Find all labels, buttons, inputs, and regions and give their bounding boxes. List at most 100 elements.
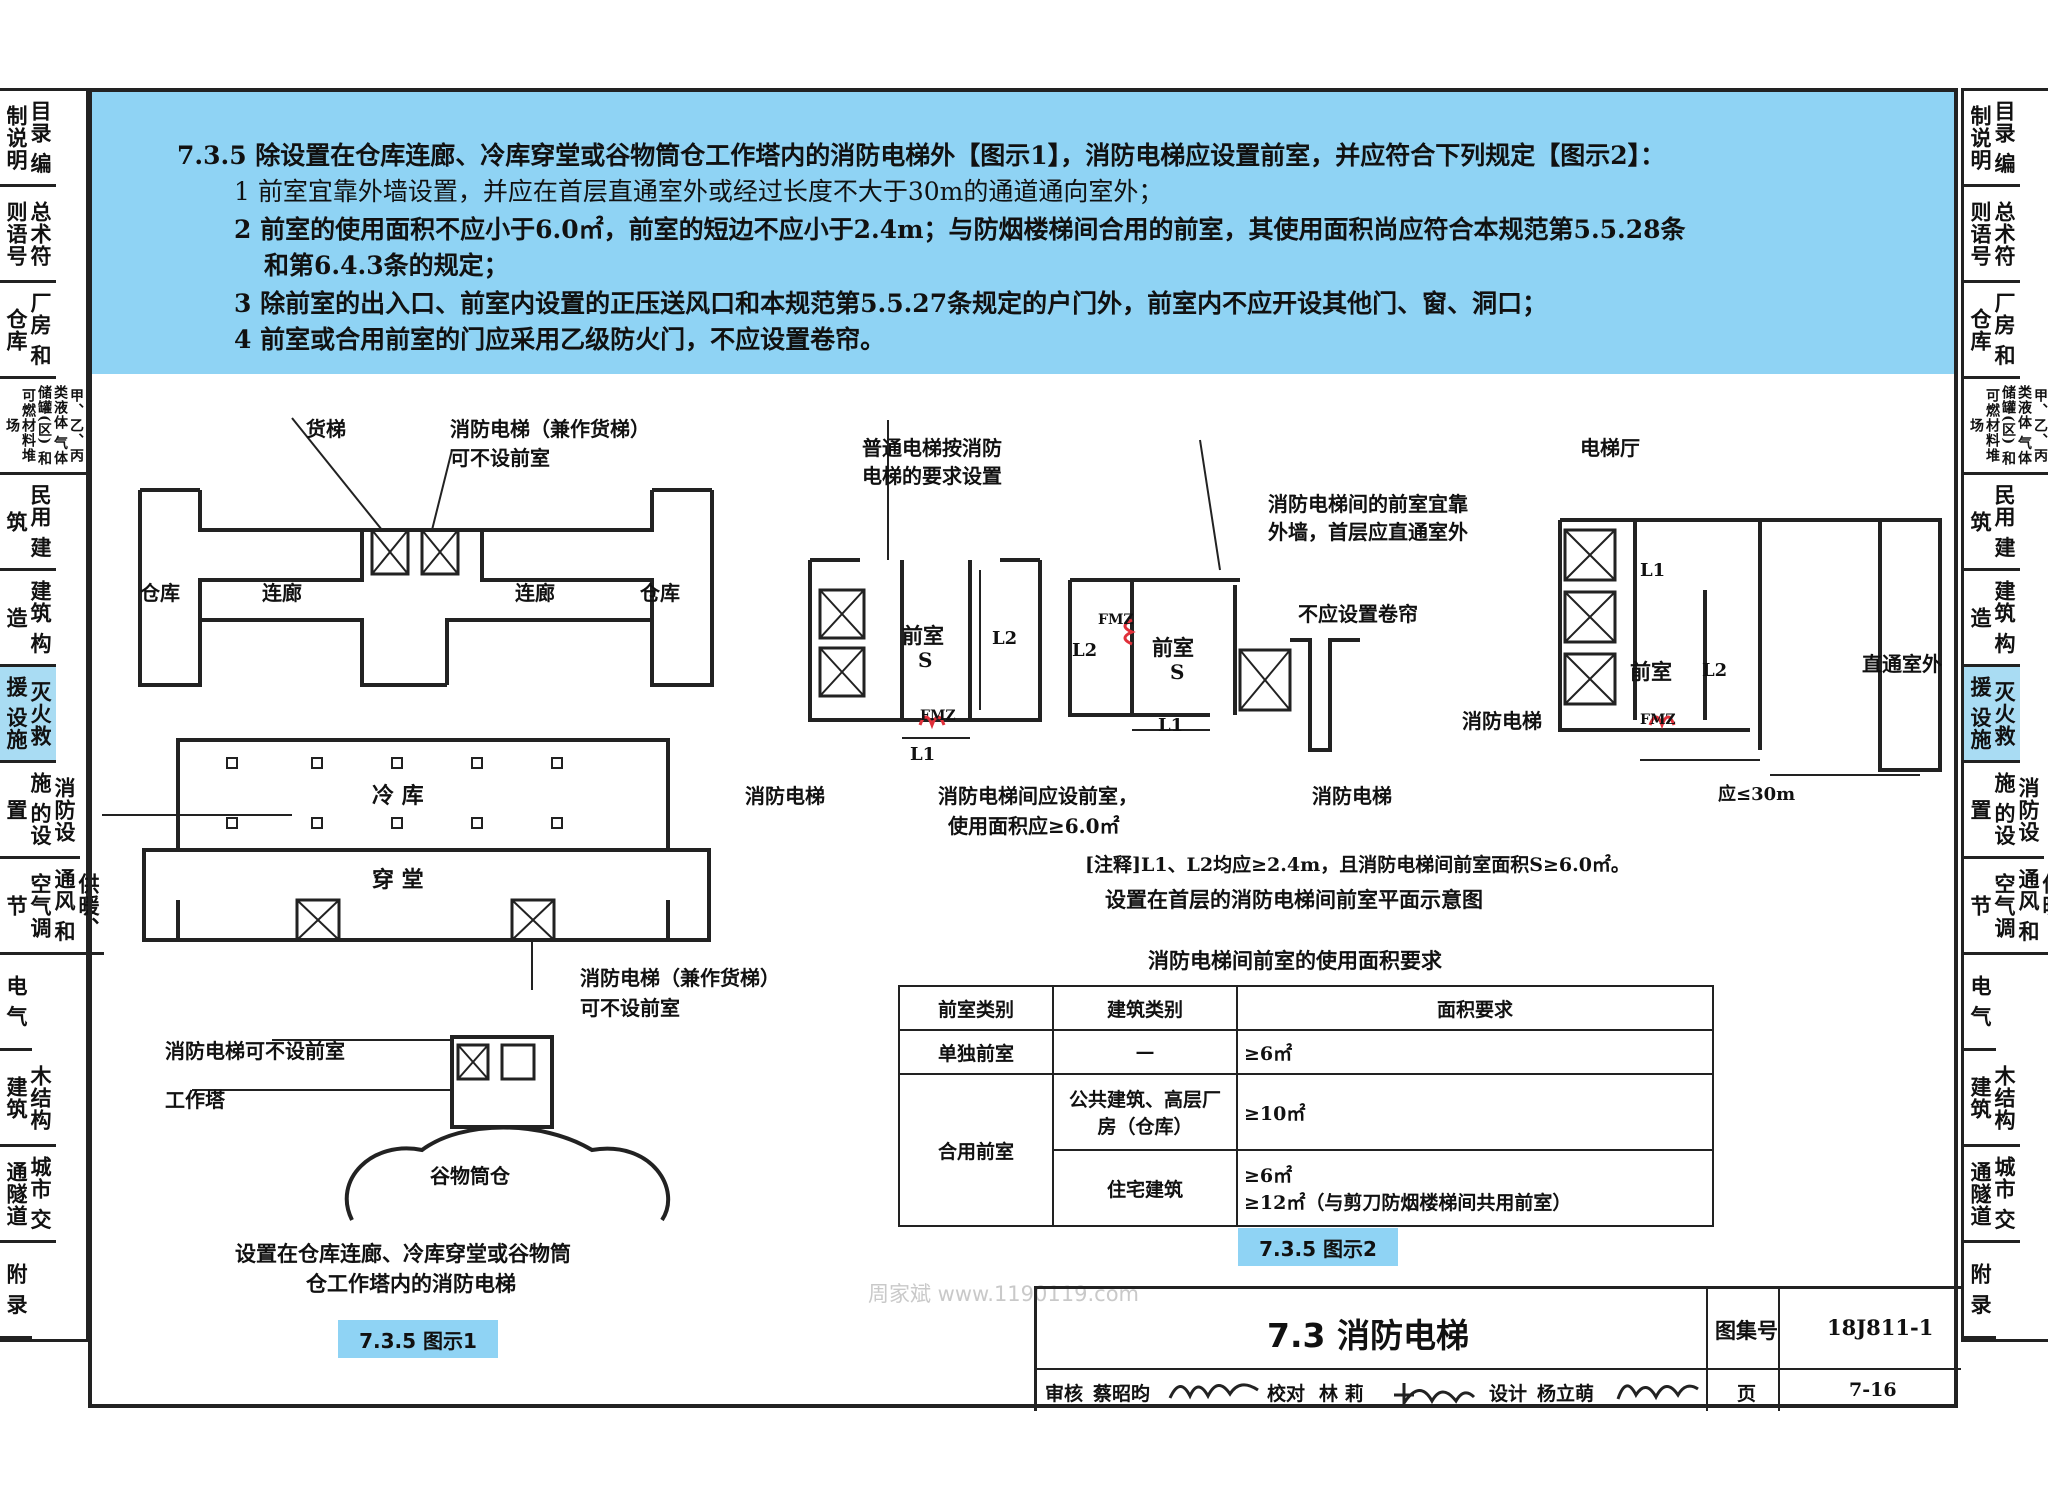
- label-fmz-b: FMZ: [1098, 612, 1134, 628]
- page-frame: [88, 88, 1958, 1408]
- label-direct-outdoor: 直通室外: [1862, 652, 1942, 676]
- side-tab[interactable]: 木结构 建筑: [0, 1051, 56, 1147]
- label-anteroom-b: 前室: [1152, 635, 1194, 660]
- side-tab[interactable]: 灭火救援 设施: [1964, 667, 2020, 763]
- label-corridor-left: 连廊: [262, 581, 302, 605]
- table-row: 合用前室 公共建筑、高层厂房（仓库） ≥10㎡: [898, 1073, 1714, 1227]
- side-tab[interactable]: 目录 编制说明: [1964, 91, 2020, 187]
- label-anteroom-a: 前室: [902, 623, 944, 648]
- table-row: 住宅建筑 ≥6㎡ ≥12㎡（与剪刀防烟楼梯间共用前室）: [899, 1149, 1714, 1227]
- page-number: 7-16: [1849, 1379, 1897, 1401]
- table-cell: 单独前室: [898, 1029, 1054, 1075]
- figure2-drawing: [808, 420, 1942, 776]
- anteroom-area-table: 前室类别 建筑类别 面积要求 单独前室 — ≥6㎡ 合用前室 公共建筑、高层厂房…: [898, 985, 1714, 1227]
- side-tab[interactable]: 消防设施 的设置: [0, 763, 80, 859]
- label-anteroom-c: 前室: [1630, 659, 1672, 684]
- label-exterior-1: 消防电梯间的前室宜靠: [1268, 492, 1468, 516]
- side-tab[interactable]: 供暖、通风 和空气调节: [1964, 859, 2048, 955]
- table-cell-line: ≥6㎡: [1244, 1165, 1293, 1187]
- label-no-anteroom-1: 可不设前室: [450, 446, 550, 470]
- side-tab[interactable]: 附 录: [1964, 1243, 1996, 1339]
- checker-signature: [1394, 1383, 1476, 1407]
- side-tab[interactable]: 民用 建筑: [0, 475, 56, 571]
- figure2-plan-caption: 设置在首层的消防电梯间前室平面示意图: [1105, 888, 1483, 912]
- designer: 杨立萌: [1537, 1383, 1595, 1405]
- side-tab[interactable]: 附 录: [0, 1243, 32, 1339]
- label-fire-elev-1: 消防电梯（兼作货梯）: [450, 417, 650, 441]
- label-fire-elevator-b: 消防电梯: [1312, 784, 1392, 808]
- side-tab[interactable]: 甲、乙、丙类液体 气体储罐(区) 和可燃材料堆场: [1964, 379, 2048, 475]
- label-should-anteroom-2: 使用面积应≥6.0㎡: [948, 814, 1120, 838]
- figure1-caption-line1: 设置在仓库连廊、冷库穿堂或谷物筒: [235, 1242, 571, 1266]
- side-tab[interactable]: 甲、乙、丙类液体 气体储罐(区) 和可燃材料堆场: [0, 379, 88, 475]
- table-cell: ≥10㎡: [1236, 1073, 1714, 1151]
- label-l2-c: L2: [1702, 660, 1728, 681]
- side-tab[interactable]: 目录 编制说明: [0, 91, 56, 187]
- side-tab[interactable]: 城市 交通隧道: [1964, 1147, 2020, 1243]
- reviewer: 蔡昭昀: [1093, 1383, 1151, 1405]
- review-label: 审核: [1045, 1383, 1084, 1405]
- atlas-number: 18J811-1: [1827, 1315, 1934, 1340]
- label-s-a: S: [918, 648, 933, 672]
- figure1-badge: 7.3.5 图示1: [338, 1320, 498, 1358]
- side-tab[interactable]: 木结构 建筑: [1964, 1051, 2020, 1147]
- clause-line-2: 1 前室宜靠外墙设置，并应在首层直通室外或经过长度不大于30m的通道通向室外；: [234, 177, 1164, 206]
- side-tab[interactable]: 建筑 构造: [1964, 571, 2020, 667]
- figure2-table-title: 消防电梯间前室的使用面积要求: [1148, 949, 1442, 973]
- side-tab[interactable]: 厂房 和仓库: [1964, 283, 2020, 379]
- clause-line-5: 4 前室或合用前室的门应采用乙级防火门，不应设置卷帘。: [234, 325, 886, 354]
- table-cell: 住宅建筑: [1052, 1149, 1238, 1227]
- table-cell: 合用前室: [898, 1073, 1054, 1227]
- table-cell: ≥6㎡: [1236, 1029, 1714, 1075]
- label-l2-b: L2: [1072, 640, 1098, 661]
- side-tab[interactable]: 总术符 则语号: [0, 187, 56, 283]
- label-freight: 货梯: [306, 417, 346, 441]
- label-fire-elevator-c: 消防电梯: [1462, 709, 1542, 733]
- table-row: 单独前室 — ≥6㎡: [898, 1029, 1714, 1075]
- label-fmz-c: FMZ: [1640, 712, 1676, 728]
- label-work-tower: 工作塔: [165, 1088, 225, 1112]
- figure1-drawing: [102, 417, 714, 1222]
- label-corridor-right: 连廊: [515, 581, 555, 605]
- label-warehouse-left: 仓库: [140, 581, 180, 605]
- designer-signature: [1616, 1384, 1699, 1401]
- side-tab[interactable]: 消防设施 的设置: [1964, 763, 2044, 859]
- design-label: 设计: [1489, 1383, 1528, 1405]
- side-tab[interactable]: 民用 建筑: [1964, 475, 2020, 571]
- label-fmz-a: FMZ: [920, 708, 956, 724]
- reviewer-signature: [1168, 1383, 1259, 1400]
- side-tab[interactable]: 灭火救援 设施: [0, 667, 56, 763]
- label-cold-store: 冷 库: [372, 783, 424, 809]
- figure2-note: [注释]L1、L2均应≥2.4m，且消防电梯间前室面积S≥6.0㎡。: [1085, 854, 1630, 876]
- side-tab[interactable]: 建筑 构造: [0, 571, 56, 667]
- table-cell: —: [1052, 1029, 1238, 1075]
- right-tab-column: 目录 编制说明总术符 则语号厂房 和仓库甲、乙、丙类液体 气体储罐(区) 和可燃…: [1961, 88, 2048, 1342]
- label-elevator-hall: 电梯厅: [1580, 436, 1640, 460]
- label-l1-b: L1: [1158, 715, 1184, 736]
- side-tab[interactable]: 电 气: [1964, 955, 1996, 1051]
- clause-line-4: 3 除前室的出入口、前室内设置的正压送风口和本规范第5.5.27条规定的户门外，…: [234, 289, 1548, 318]
- side-tab[interactable]: 城市 交通隧道: [0, 1147, 56, 1243]
- clause-line-3: 2 前室的使用面积不应小于6.0㎡，前室的短边不应小于2.4m；与防烟楼梯间合用…: [234, 215, 1686, 244]
- side-tab[interactable]: 电 气: [0, 955, 32, 1051]
- check-label: 校对: [1267, 1383, 1306, 1405]
- page-title: 7.3 消防电梯: [1267, 1316, 1469, 1355]
- label-hall: 穿 堂: [372, 867, 424, 893]
- page-label: 页: [1737, 1383, 1757, 1405]
- figure1-caption-line2: 仓工作塔内的消防电梯: [306, 1272, 516, 1296]
- label-no-shutter: 不应设置卷帘: [1298, 602, 1418, 626]
- table-header-cell: 建筑类别: [1052, 985, 1238, 1031]
- clause-line-1: 7.3.5 除设置在仓库连廊、冷库穿堂或谷物筒仓工作塔内的消防电梯外【图示1】，…: [177, 141, 1666, 170]
- label-l1-c: L1: [1640, 560, 1666, 581]
- table-header-cell: 面积要求: [1236, 985, 1714, 1031]
- side-tab[interactable]: 总术符 则语号: [1964, 187, 2020, 283]
- label-ordinary-elev-1: 普通电梯按消防: [862, 436, 1002, 460]
- side-tab[interactable]: 厂房 和仓库: [0, 283, 56, 379]
- label-no-anteroom-2: 可不设前室: [580, 996, 680, 1020]
- left-tab-column: 目录 编制说明总术符 则语号厂房 和仓库甲、乙、丙类液体 气体储罐(区) 和可燃…: [0, 88, 104, 1342]
- label-should-anteroom-1: 消防电梯间应设前室，: [938, 784, 1138, 808]
- atlas-label: 图集号: [1715, 1318, 1778, 1343]
- clause-header: 7.3.5 除设置在仓库连廊、冷库穿堂或谷物筒仓工作塔内的消防电梯外【图示1】，…: [92, 92, 1954, 374]
- title-block: 7.3 消防电梯 图集号 18J811-1 审核 蔡昭昀 校对 林 莉 设计 杨…: [1034, 1286, 1961, 1411]
- table-cell: 公共建筑、高层厂房（仓库）: [1052, 1073, 1238, 1151]
